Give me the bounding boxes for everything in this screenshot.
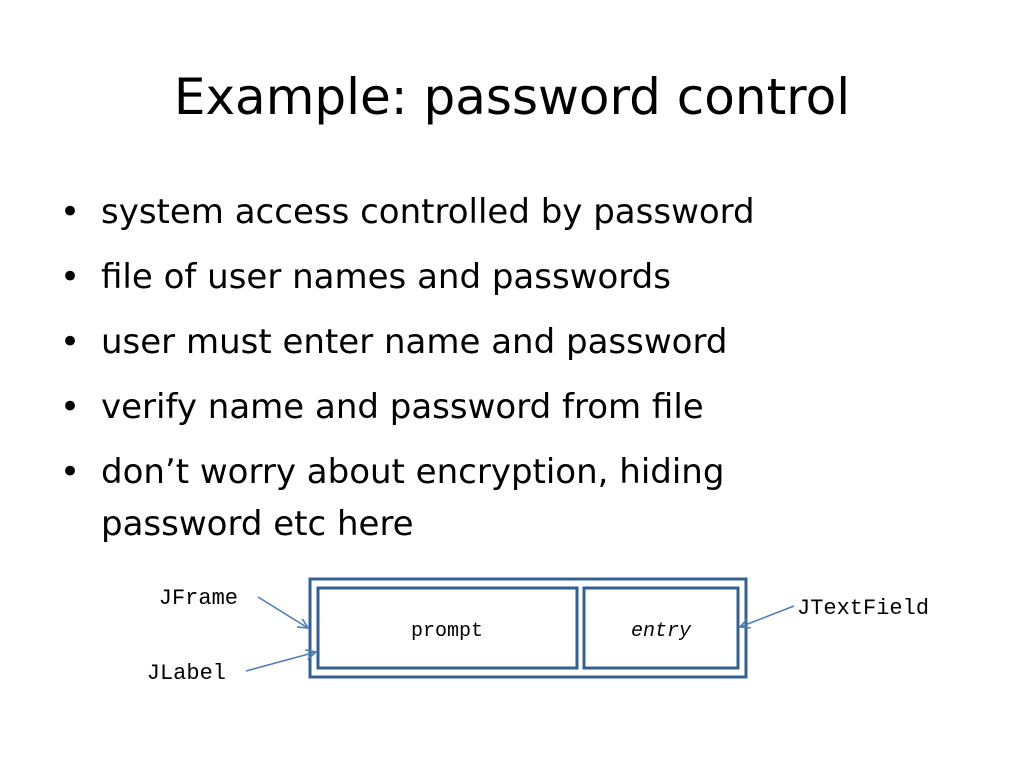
bullet-text: verify name and password from file [101, 387, 704, 427]
jtextfield-arrow [740, 605, 795, 627]
bullet-icon: • [60, 257, 81, 297]
bullet-item: • don’t worry about encryption, hiding p… [60, 446, 820, 550]
jtextfield-entry-box [582, 586, 740, 670]
jlabel-label: JLabel [147, 661, 226, 686]
bullet-item: • system access controlled by password [60, 186, 820, 238]
bullet-icon: • [60, 192, 81, 232]
bullet-text: system access controlled by password [101, 192, 755, 232]
bullet-item: • file of user names and passwords [60, 251, 820, 303]
bullet-text: user must enter name and password [101, 322, 728, 362]
slide-title: Example: password control [173, 68, 851, 126]
bullet-text: don’t worry about encryption, hiding pas… [101, 452, 725, 544]
jlabel-arrow [245, 652, 316, 672]
jframe-label: JFrame [159, 586, 238, 611]
bullet-item: • user must enter name and password [60, 316, 820, 368]
bullet-list: • system access controlled by password •… [60, 186, 820, 563]
prompt-label: prompt [411, 620, 483, 643]
bullet-item: • verify name and password from file [60, 381, 820, 433]
bullet-icon: • [60, 452, 81, 492]
jlabel-prompt-box [316, 586, 579, 670]
bullet-text: file of user names and passwords [101, 257, 671, 297]
bullet-icon: • [60, 322, 81, 362]
bullet-icon: • [60, 387, 81, 427]
jtextfield-label: JTextField [797, 596, 929, 621]
jframe-box [308, 577, 748, 679]
jframe-arrow [257, 596, 308, 628]
entry-label: entry [631, 620, 692, 643]
